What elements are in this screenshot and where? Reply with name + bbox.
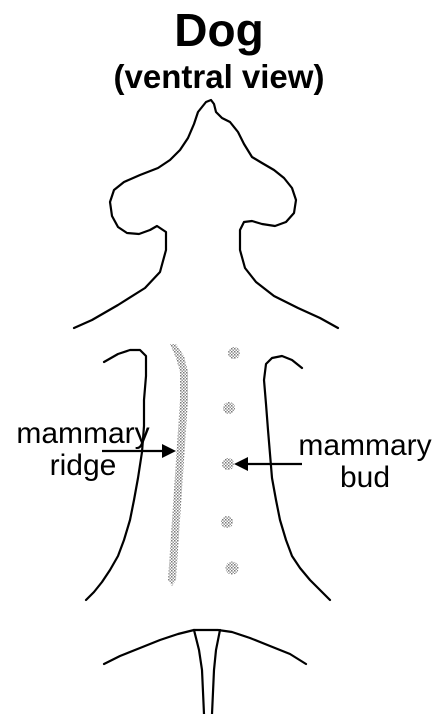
ridge-arrowhead [162, 444, 176, 458]
mammary-bud [221, 516, 233, 528]
ridge-label-line1: mammary [8, 418, 158, 450]
mammary-bud [223, 402, 235, 414]
mammary-bud [226, 562, 239, 575]
mammary-bud [228, 347, 240, 359]
head-outline [74, 100, 338, 328]
bud-label-line2: bud [290, 462, 438, 494]
mammary-ridge [168, 344, 188, 586]
mammary-bud-label: mammary bud [290, 430, 438, 494]
ridge-label-line2: ridge [8, 450, 158, 482]
hindquarters-outline [104, 630, 306, 664]
mammary-ridge-label: mammary ridge [8, 418, 158, 482]
tail-right-outline [212, 630, 220, 714]
tail-left-outline [194, 630, 204, 714]
bud-arrowhead [234, 457, 248, 471]
mammary-bud [222, 458, 234, 470]
bud-label-line1: mammary [290, 430, 438, 462]
